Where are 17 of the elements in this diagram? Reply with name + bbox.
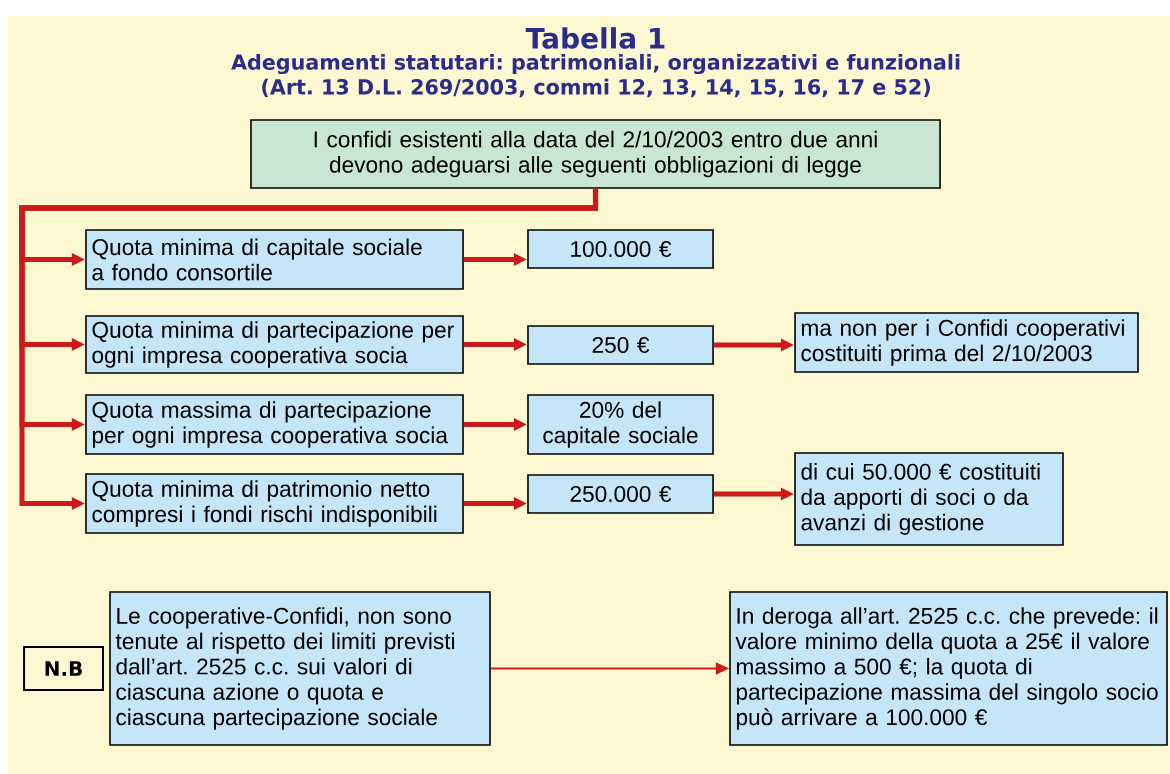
- text-box: Quota minima di patrimonio netto compresi i fondi rischi indisponibili: [85, 473, 464, 534]
- subtitle: (Art. 13 D.L. 269/2003, commi 12, 13, 14, 15, 16, 17 e 52): [262, 78, 930, 98]
- text-box: In deroga all’art. 2525 c.c. che prevede: il valore minimo della quota a 25€ il valore massimo a 500 €; la quota di partecipazione massima del singolo socio può arrivare a 100.000 €: [729, 591, 1168, 746]
- text-box: 100.000 €: [527, 229, 714, 269]
- text-box: Quota minima di capitale sociale a fondo consortile: [85, 229, 464, 290]
- text-box: Quota massima di partecipazione per ogni impresa cooperativa socia: [85, 394, 464, 455]
- text-box: 20% del capitale sociale: [527, 394, 714, 455]
- text-box: 250.000 €: [527, 474, 714, 514]
- text-box: di cui 50.000 € costituiti da apporti di soci o da avanzi di gestione: [794, 452, 1064, 546]
- text-box: ma non per i Confidi cooperativi costituiti prima del 2/10/2003: [794, 312, 1139, 373]
- text-box: 250 €: [527, 325, 714, 365]
- text-box: Le cooperative-Confidi, non sono tenute al rispetto dei limiti previsti dall’art. 2525 c.c. sui valori di ciascuna azione o quota e ciascuna partecipazione sociale: [109, 591, 491, 746]
- note-label-box: N.B: [23, 646, 104, 691]
- text-box: Quota minima di partecipazione per ogni impresa cooperativa socia: [85, 315, 464, 374]
- subtitle: Adeguamenti statutari: patrimoniali, organizzativi e funzionali: [231, 53, 960, 75]
- title: Tabella 1: [525, 27, 665, 49]
- text-box: I confidi esistenti alla data del 2/10/2003 entro due anni devono adeguarsi alle seguenti obbligazioni di legge: [250, 119, 941, 189]
